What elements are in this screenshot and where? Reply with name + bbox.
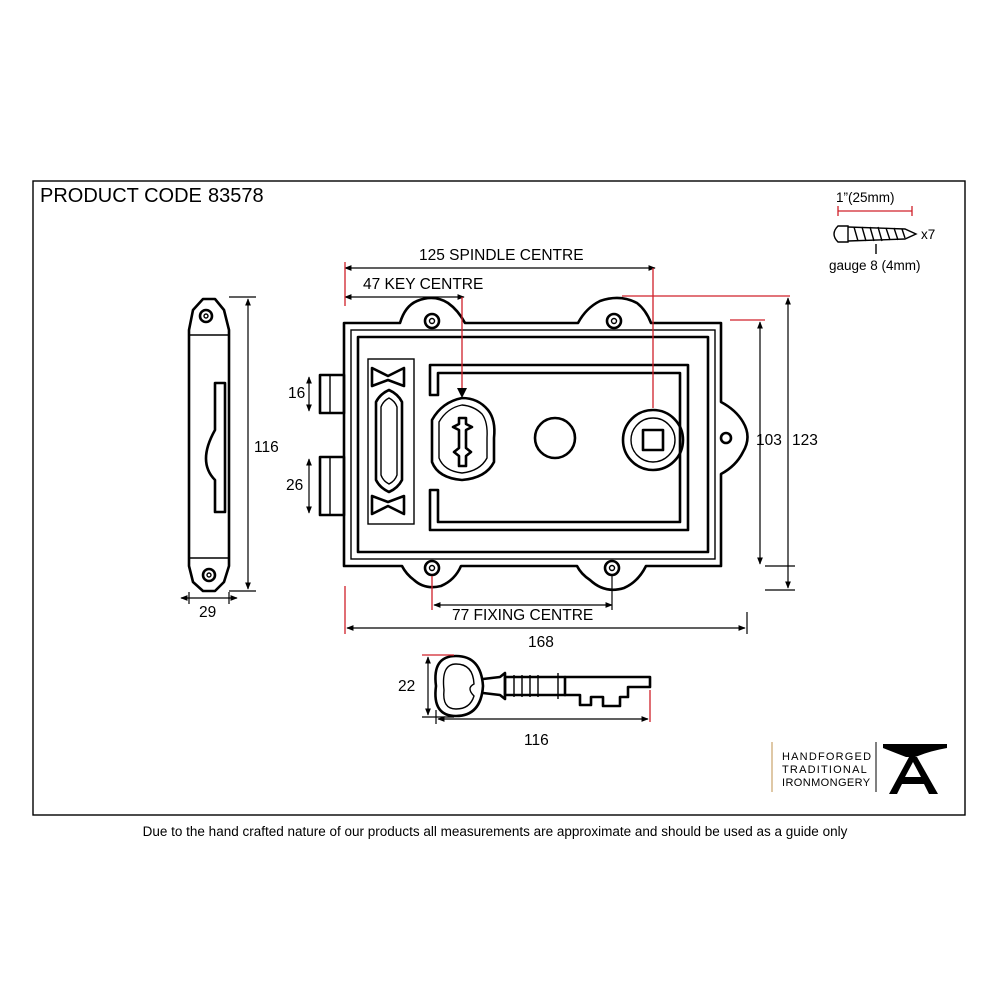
key-length-label: 116 bbox=[524, 732, 549, 749]
screw-length-label: 1”(25mm) bbox=[836, 190, 895, 205]
product-code-label: PRODUCT CODE bbox=[40, 185, 202, 207]
keep-width-label: 29 bbox=[199, 604, 216, 621]
brand-line-3: IRONMONGERY bbox=[782, 777, 871, 789]
screw-quantity: x7 bbox=[921, 227, 935, 242]
screw-spec: 1”(25mm) x7 gauge 8 (4mm) bbox=[829, 190, 935, 273]
product-code-value: 83578 bbox=[208, 185, 264, 207]
keep-outline bbox=[187, 297, 231, 593]
bolt-upper-label: 16 bbox=[288, 385, 305, 402]
anvil-mark-icon bbox=[883, 744, 947, 794]
key-centre-label: 47 KEY CENTRE bbox=[363, 276, 483, 293]
key-height-label: 22 bbox=[398, 678, 415, 695]
key-icon bbox=[434, 654, 652, 718]
inner-height-label: 103 bbox=[756, 432, 782, 449]
disclaimer-text: Due to the hand crafted nature of our pr… bbox=[143, 824, 848, 839]
fixing-centre-label: 77 FIXING CENTRE bbox=[452, 607, 593, 624]
lock-body bbox=[318, 296, 749, 592]
brand-line-2: TRADITIONAL bbox=[782, 764, 868, 776]
spindle-centre-label: 125 SPINDLE CENTRE bbox=[419, 247, 584, 264]
drawing-frame bbox=[32, 180, 966, 816]
brand-logo: HANDFORGED TRADITIONAL IRONMONGERY bbox=[771, 742, 947, 794]
keep-height-label: 116 bbox=[254, 439, 279, 456]
screw-gauge: gauge 8 (4mm) bbox=[829, 258, 921, 273]
overall-width-label: 168 bbox=[528, 634, 554, 651]
screw-icon bbox=[833, 225, 918, 243]
bolt-lower-label: 26 bbox=[286, 477, 303, 494]
brand-line-1: HANDFORGED bbox=[782, 751, 872, 763]
overall-height-label: 123 bbox=[792, 432, 818, 449]
